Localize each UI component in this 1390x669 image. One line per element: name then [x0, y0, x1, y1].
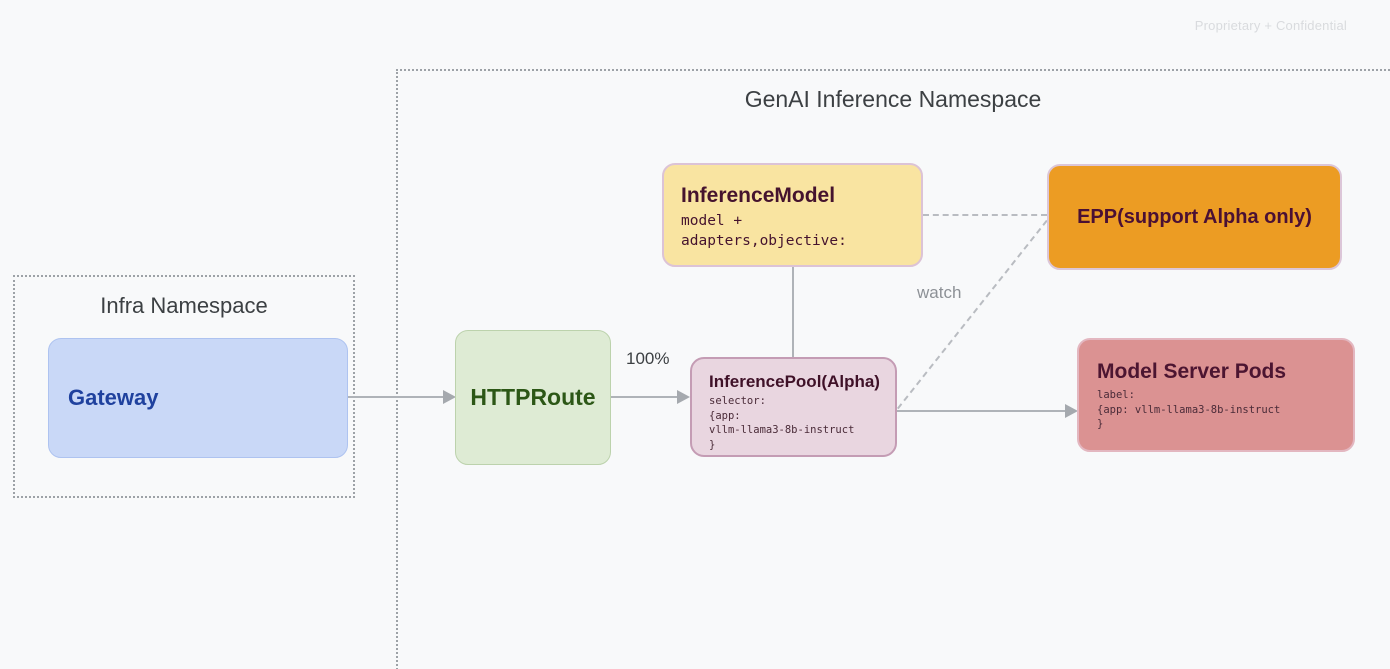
- genai-namespace-box: [396, 69, 1390, 669]
- edge-inferencepool-to-modelserverpods: [897, 410, 1066, 412]
- edge-label-watch: watch: [917, 283, 962, 302]
- infra-namespace-title: Infra Namespace: [100, 293, 268, 318]
- modelserverpods-node: Model Server Pods label: {app: vllm-llam…: [1077, 338, 1355, 452]
- watermark-text: Proprietary + Confidential: [1194, 18, 1347, 33]
- inferencemodel-title: InferenceModel: [681, 184, 836, 207]
- genai-namespace-title: GenAI Inference Namespace: [744, 86, 1042, 112]
- edge-label-traffic-weight: 100%: [626, 349, 670, 368]
- infra-namespace-box: [13, 275, 355, 498]
- httproute-label: HTTPRoute: [470, 384, 596, 410]
- arrowhead-httproute-to-inferencepool: [677, 390, 690, 404]
- edge-inferencemodel-to-epp-dashed: [923, 214, 1047, 216]
- inferencepool-body-line: {app:: [709, 409, 741, 422]
- modelserverpods-body-line: label:: [1097, 389, 1135, 401]
- inferencepool-title: InferencePool(Alpha): [709, 372, 880, 391]
- modelserverpods-title: Model Server Pods: [1097, 360, 1287, 383]
- inferencemodel-body-line: model +: [681, 213, 743, 229]
- inferencepool-body-line: }: [709, 438, 716, 451]
- inferencepool-body-line: selector:: [709, 395, 766, 407]
- gateway-label: Gateway: [68, 385, 159, 410]
- inferencepool-node: InferencePool(Alpha) selector: {app: vll…: [690, 357, 897, 457]
- edge-gateway-to-httproute: [348, 396, 444, 398]
- httproute-node: HTTPRoute: [455, 330, 611, 465]
- arrowhead-gateway-to-httproute: [443, 390, 456, 404]
- gateway-node: Gateway: [48, 338, 348, 458]
- edge-inferencemodel-to-inferencepool: [792, 267, 794, 357]
- edge-httproute-to-inferencepool: [611, 396, 678, 398]
- epp-node: EPP(support Alpha only): [1047, 164, 1342, 270]
- arrowhead-inferencepool-to-modelserverpods: [1065, 404, 1078, 418]
- inferencemodel-body-line: adapters,objective:: [681, 233, 847, 249]
- modelserverpods-body-line: {app: vllm-llama3-8b-instruct: [1097, 403, 1281, 416]
- inferencemodel-node: InferenceModel model + adapters,objectiv…: [662, 163, 923, 267]
- inferencepool-body-line: vllm-llama3-8b-instruct: [709, 424, 855, 436]
- modelserverpods-body-line: }: [1097, 418, 1104, 430]
- epp-label: EPP(support Alpha only): [1077, 205, 1312, 228]
